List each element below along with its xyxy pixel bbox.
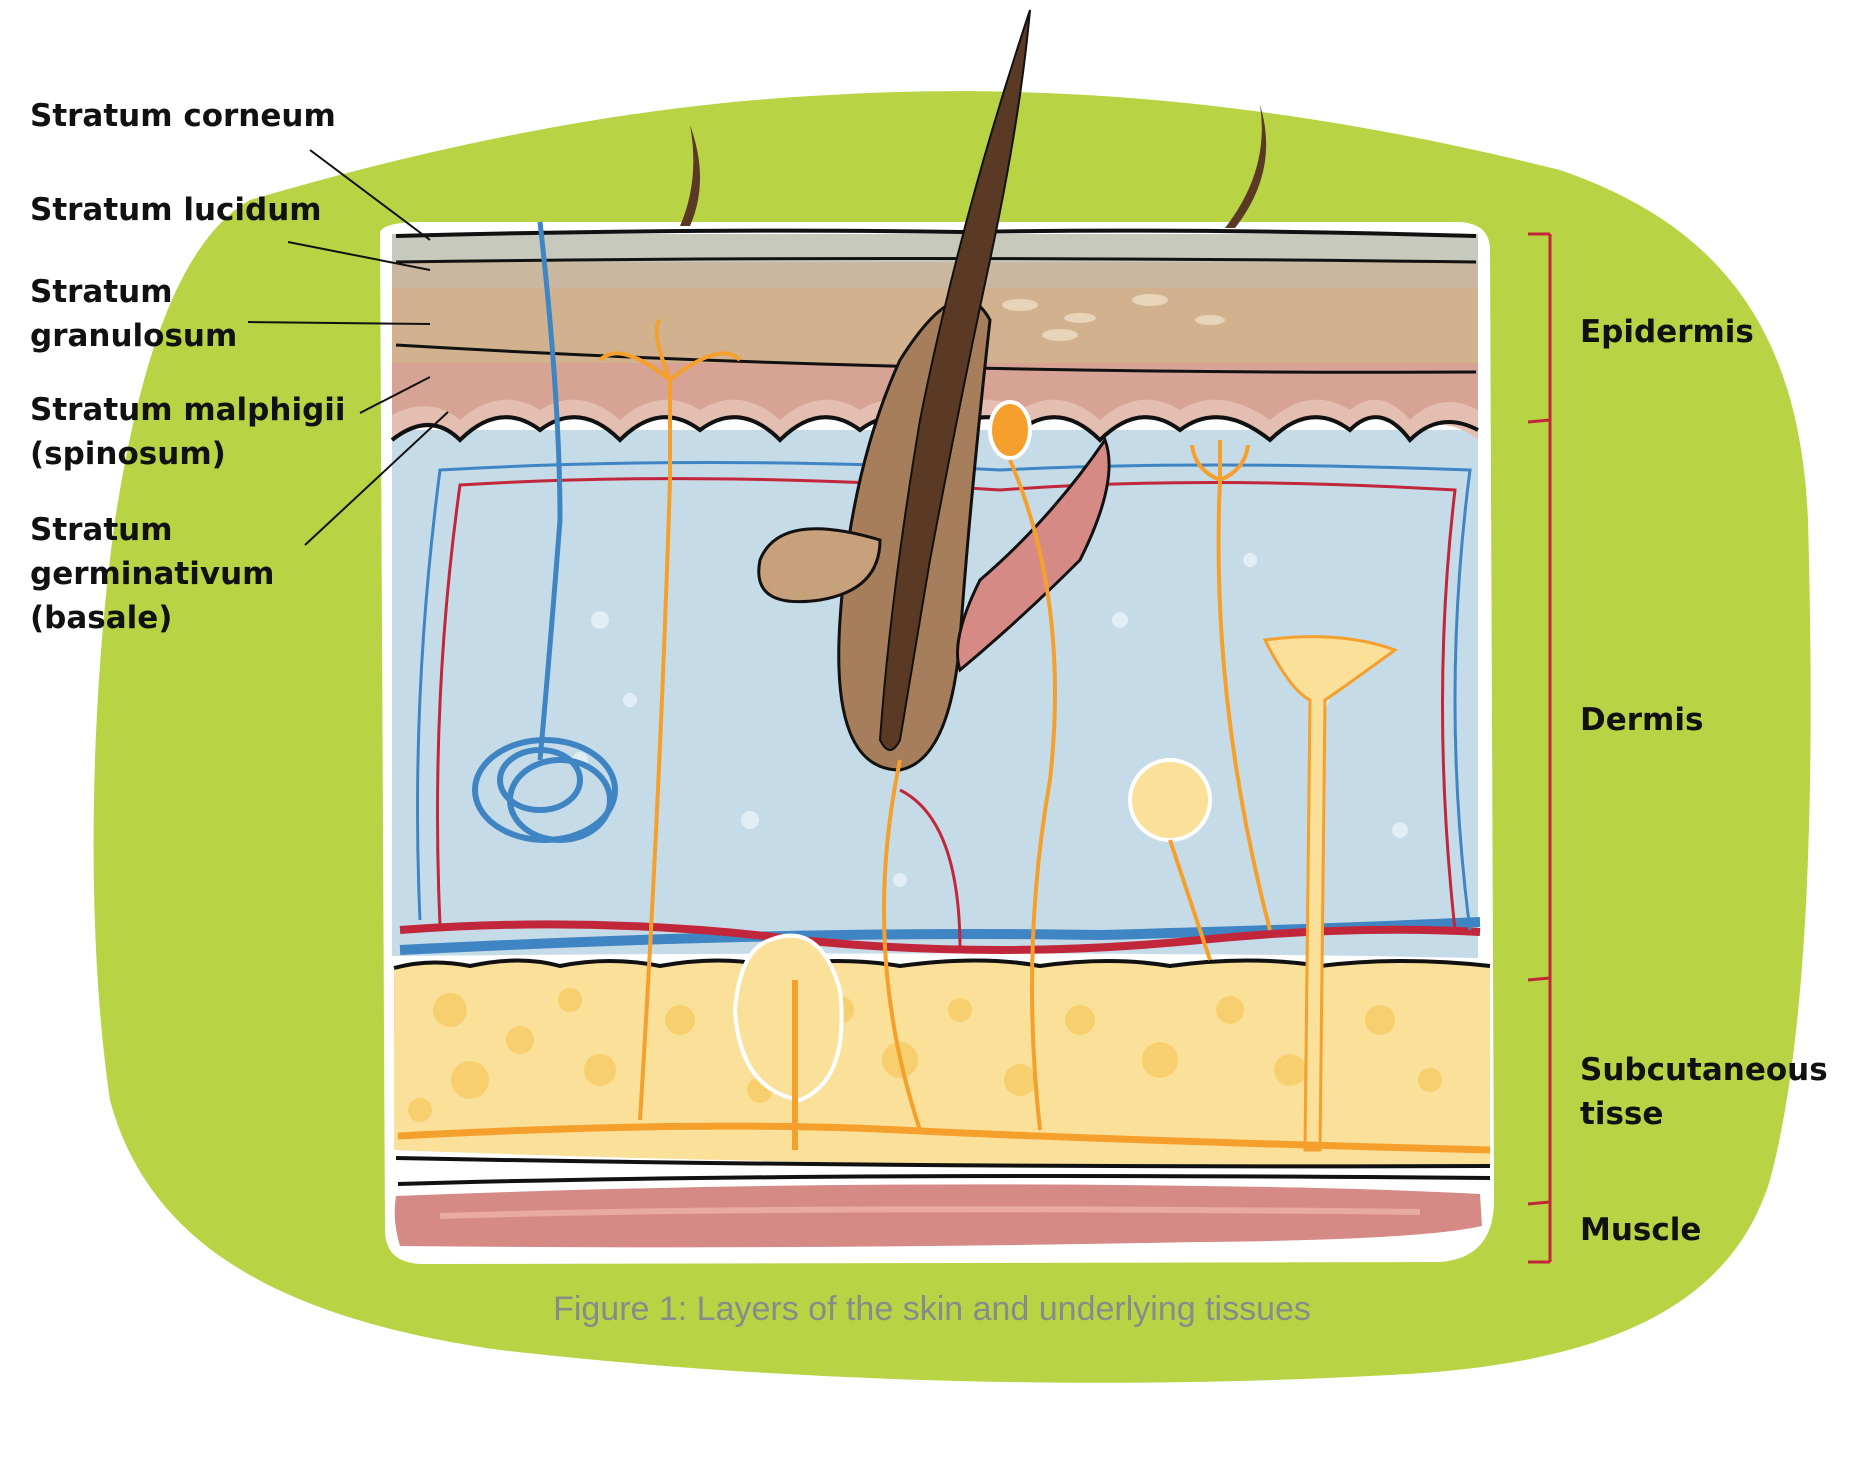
artery-loop bbox=[436, 477, 1457, 931]
granulosum-granules bbox=[1002, 294, 1225, 341]
muscle-border bbox=[397, 1174, 1491, 1186]
label-subcutaneous-line2: tisse bbox=[1580, 1096, 1664, 1132]
leader-stratum-germinativum bbox=[304, 411, 449, 546]
ruffini-ending bbox=[1128, 758, 1212, 842]
figure-caption: Figure 1: Layers of the skin and underly… bbox=[553, 1290, 1311, 1328]
label-dermis: Dermis bbox=[1580, 702, 1704, 738]
nerve-meissner bbox=[1008, 459, 1057, 1131]
label-stratum-corneum: Stratum corneum bbox=[30, 98, 336, 134]
bracket-subcutaneous-tick bbox=[1527, 1200, 1551, 1206]
meissner-corpuscle bbox=[988, 400, 1032, 460]
region-bracket bbox=[1527, 232, 1552, 1264]
corneum-top-line bbox=[395, 228, 1477, 238]
hair-right bbox=[1225, 105, 1267, 228]
subcutaneous-bottom-border bbox=[395, 1156, 1491, 1169]
vein-loop bbox=[416, 461, 1472, 931]
label-stratum-germinativum-line3: (basale) bbox=[30, 600, 173, 636]
bracket-dermis-tick bbox=[1527, 976, 1551, 982]
leader-stratum-corneum bbox=[309, 149, 431, 241]
muscle-fiber bbox=[439, 1206, 1421, 1219]
label-muscle: Muscle bbox=[1580, 1212, 1702, 1248]
fat-cells bbox=[408, 988, 1442, 1122]
hair-left bbox=[680, 125, 700, 226]
label-stratum-malphigii-line2: (spinosum) bbox=[30, 436, 226, 472]
pacinian-corpuscle bbox=[732, 933, 844, 1103]
hair-plexus-ending bbox=[1190, 440, 1250, 482]
label-stratum-lucidum: Stratum lucidum bbox=[30, 192, 322, 228]
nerve-follicle bbox=[882, 759, 922, 1131]
artery-branch bbox=[899, 788, 962, 951]
leader-stratum-malphigii bbox=[359, 376, 431, 414]
sweat-duct bbox=[537, 221, 563, 761]
leader-stratum-granulosum bbox=[247, 321, 431, 325]
nerve-trunk bbox=[397, 1122, 1491, 1154]
sweat-gland-coil bbox=[472, 737, 618, 843]
krause-bulb bbox=[1262, 635, 1399, 1152]
subcutaneous-wavy-border bbox=[393, 958, 1491, 970]
sebaceous-gland bbox=[757, 527, 882, 604]
stratum-lucidum-layer bbox=[392, 262, 1478, 288]
label-stratum-malphigii-line1: Stratum malphigii bbox=[30, 392, 346, 428]
label-stratum-germinativum-line1: Stratum bbox=[30, 512, 173, 548]
label-stratum-granulosum-line1: Stratum bbox=[30, 274, 173, 310]
nerve-ruffini bbox=[1168, 839, 1212, 961]
label-epidermis: Epidermis bbox=[1580, 314, 1754, 350]
label-subcutaneous-line1: Subcutaneous bbox=[1580, 1052, 1828, 1088]
muscle-layer bbox=[394, 1184, 1483, 1248]
bracket-epidermis-tick bbox=[1527, 418, 1551, 424]
nerve-hair-plexus bbox=[1216, 479, 1272, 931]
leader-stratum-lucidum bbox=[287, 241, 431, 271]
nerve-ending-left bbox=[598, 318, 742, 1121]
hair-shaft bbox=[878, 9, 1031, 751]
leader-lines bbox=[247, 149, 449, 546]
label-stratum-germinativum-line2: germinativum bbox=[30, 556, 275, 592]
label-stratum-granulosum-line2: granulosum bbox=[30, 318, 238, 354]
